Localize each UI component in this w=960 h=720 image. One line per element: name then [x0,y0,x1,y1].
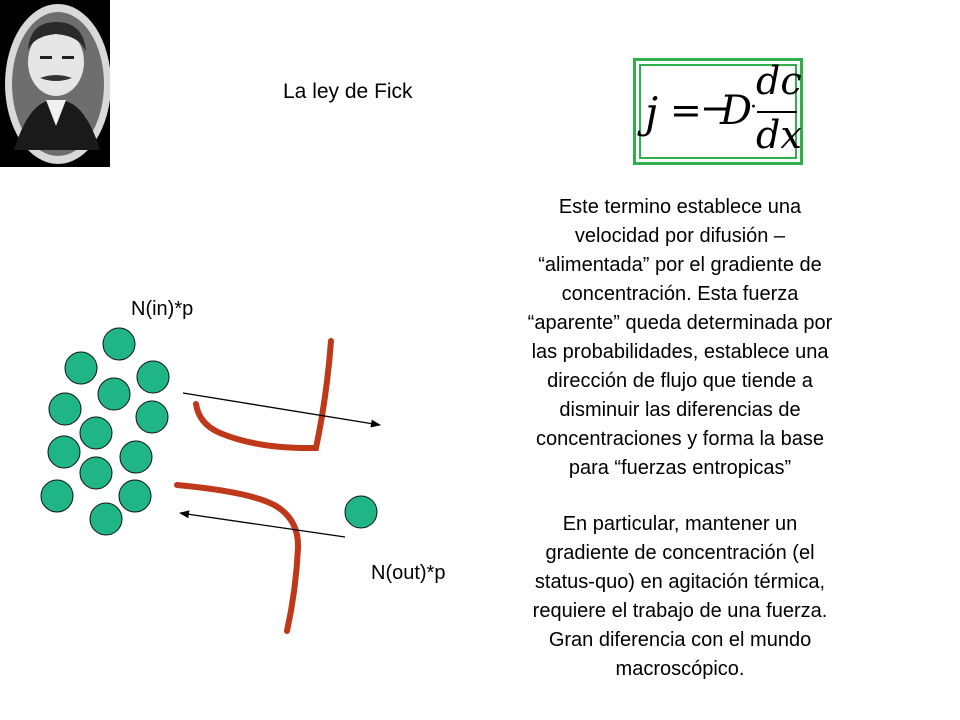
formula-denominator: dx [756,113,802,157]
formula-numerator: dc [756,59,802,103]
particle [48,392,82,426]
description-line: Este termino establece una [558,196,802,218]
particle [47,435,81,469]
particle [40,479,74,513]
membrane-upper [193,338,334,452]
membrane-lower [174,482,302,634]
note-line: status-quo) en agitación térmica, [534,571,826,593]
particle [136,360,170,394]
note-line: requiere el trabajo de una fuerza. [532,600,828,622]
note-line: En particular, mantener un [562,513,798,535]
particle [135,400,169,434]
formula-minus: − [700,86,732,130]
particle [79,416,113,450]
arrow-flux-out [179,510,346,538]
particle [64,351,98,385]
particle [97,377,131,411]
formula-fraction-bar [757,111,797,113]
portrait-image [0,0,111,167]
description-line: “alimentada” por el gradiente de [538,254,822,276]
description-line: las probabilidades, establece una [531,341,829,363]
flux-out-label: N(out)*p [371,562,446,584]
particle [118,479,152,513]
particle [79,456,113,490]
description-line: “aparente” queda determinada por [527,312,833,334]
particle [119,440,153,474]
flux-in-label: N(in)*p [131,298,194,320]
slide-title: La ley de Fick [283,80,413,103]
description-line: concentración. Esta fuerza [561,283,799,305]
particle-cluster [40,327,170,536]
description-line: concentraciones y forma la base [536,428,824,450]
description-line: velocidad por difusión – [574,225,786,247]
particle [102,327,136,361]
particle [89,502,123,536]
note-line: macroscópico. [615,658,745,680]
formula-box: j = − D · dc dx [633,58,803,165]
formula-dot: · [750,95,757,120]
description-line: dirección de flujo que tiende a [547,370,813,392]
particle-outside [344,495,378,529]
description-line: para “fuerzas entropicas” [568,457,792,479]
fick-formula: j = − D · dc dx [636,59,802,162]
note-paragraph: En particular, mantener un gradiente de … [510,510,850,684]
formula-flux: j [645,88,659,137]
note-line: Gran diferencia con el mundo [548,629,812,651]
formula-coefficient: D [720,88,753,134]
portrait-drawing [5,4,111,164]
description-line: disminuir las diferencias de [559,399,801,421]
arrow-flux-in [182,392,381,428]
description-paragraph: Este termino establece una velocidad por… [510,193,850,483]
note-line: gradiente de concentración (el [545,542,815,564]
formula-equals: = [670,88,702,132]
